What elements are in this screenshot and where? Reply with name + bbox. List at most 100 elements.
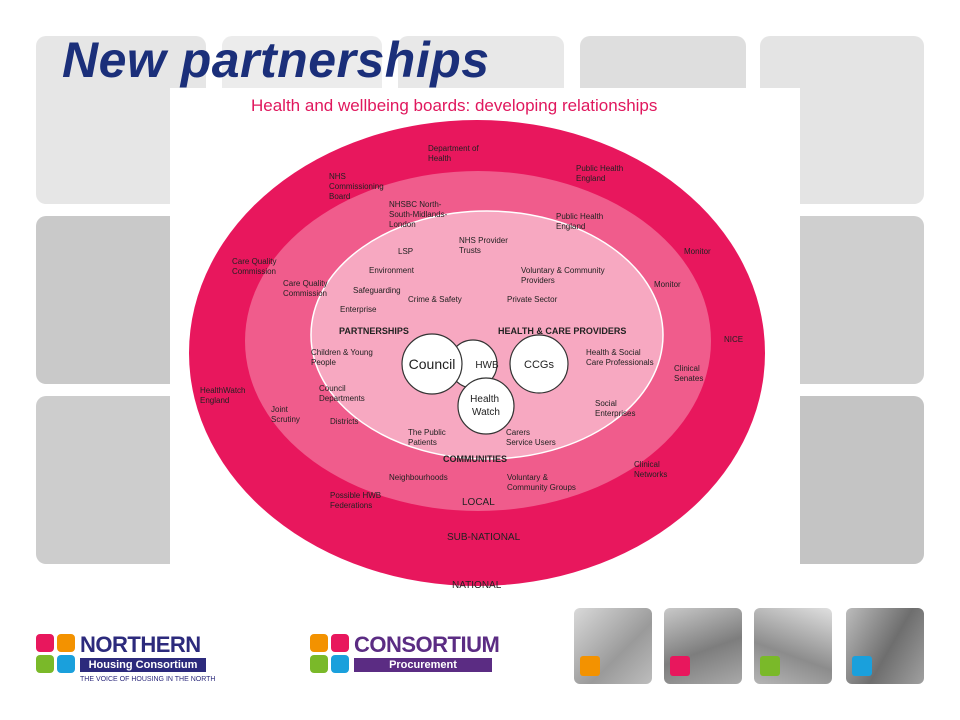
monitor-national-label: Monitor [684,247,711,256]
communities-heading: COMMUNITIES [443,454,507,464]
photo-hands [846,608,924,684]
logo-square [331,634,349,652]
diagram-label-line: Care Professionals [586,358,654,367]
diagram-label-line: London [389,220,416,229]
diagram-label-line: England [200,396,229,405]
local-ring-label: LOCAL [462,497,495,508]
health-care-providers-heading: HEALTH & CARE PROVIDERS [498,326,626,336]
ccgs-label: CCGs [524,359,554,371]
diagram-label-line: Enterprises [595,409,635,418]
diagram-label-line: Environment [369,266,415,275]
healthwatch-label-line: Health [470,394,499,405]
diagram-label-line: Care Quality [232,257,276,266]
diagram-label-line: Board [329,192,350,201]
diagram-label-line: Commission [232,267,276,276]
voluntary-community-groups-label: Voluntary &Community Groups [507,473,576,492]
photo-meeting [754,608,832,684]
hwb-label: HWB [475,360,499,371]
diagram-label-line: COMMUNITIES [443,454,507,464]
consortium-procurement-logo: CONSORTIUM Procurement [310,632,500,676]
diagram-label-line: England [556,222,585,231]
subnational-ring-label: SUB-NATIONAL [447,532,521,543]
diagram-label-line: NHS Provider [459,236,508,245]
diagram-label-line: Commissioning [329,182,384,191]
partnerships-heading: PARTNERSHIPS [339,326,409,336]
photo-swatch [670,656,690,676]
enterprise-label: Enterprise [340,305,377,314]
nhsbc-label: NHSBC North-South-Midlands-London [389,200,448,229]
diagram-label-line: Social [595,399,617,408]
consortium-logo-band: Procurement [354,658,492,672]
crime-safety-label: Crime & Safety [408,295,462,304]
diagram-label-line: Community Groups [507,483,576,492]
diagram-label-line: Council [319,384,346,393]
diagram-label-line: South-Midlands- [389,210,448,219]
logo-square [57,634,75,652]
diagram-label-line: Networks [634,470,667,479]
national-ring-label: NATIONAL [452,580,502,591]
diagram-label-line: Districts [330,417,358,426]
logo-square [310,634,328,652]
diagram-label-line: HealthWatch [200,386,246,395]
healthwatch-label: Health Watch [470,394,502,418]
diagram-label-line: Federations [330,501,372,510]
healthwatch-circle [457,377,515,435]
diagram-label-line: Monitor [654,280,681,289]
diagram-label-line: Clinical [634,460,660,469]
diagram-label-line: Public Health [576,164,623,173]
environment-label: Environment [369,266,415,275]
diagram-label-line: Children & Young [311,348,373,357]
diagram-label-line: Department of [428,144,479,153]
diagram-label-line: Safeguarding [353,286,401,295]
diagram-label-line: Possible HWB [330,491,381,500]
diagram-label-line: People [311,358,336,367]
logo-squares [36,634,78,674]
northern-housing-consortium-logo: NORTHERN Housing Consortium THE VOICE OF… [36,632,215,688]
diagram-label-line: NHSBC North- [389,200,442,209]
diagram-label-line: NICE [724,335,743,344]
diagram-label-line: England [576,174,605,183]
diagram-label-line: Trusts [459,246,481,255]
logo-square [310,655,328,673]
diagram-label-line: LSP [398,247,413,256]
logo-squares [310,634,352,674]
private-sector-label: Private Sector [507,295,558,304]
local-ring [310,210,664,460]
diagram-label-line: Enterprise [340,305,377,314]
diagram-label-line: Senates [674,374,703,383]
diagram-label-line: Monitor [684,247,711,256]
relationship-diagram: NATIONAL SUB-NATIONAL LOCAL Council HWB … [189,120,765,591]
diagram-heading: Health and wellbeing boards: developing … [251,96,658,115]
neighbourhoods-label: Neighbourhoods [389,473,448,482]
diagram-label-line: Clinical [674,364,700,373]
diagram-label-line: Departments [319,394,365,403]
northern-logo-band: Housing Consortium [80,658,206,672]
safeguarding-label: Safeguarding [353,286,401,295]
logo-square [36,655,54,673]
diagram-label-line: Private Sector [507,295,558,304]
diagram-label-line: Voluntary & [507,473,549,482]
photo-people [574,608,652,684]
healthwatch-label-line: Watch [472,407,500,418]
diagram-label-line: PARTNERSHIPS [339,326,409,336]
diagram-label-line: Neighbourhoods [389,473,448,482]
diagram-label-line: Patients [408,438,437,447]
council-label: Council [409,356,456,372]
diagram-label-line: Commission [283,289,327,298]
diagram-label-line: Care Quality [283,279,327,288]
